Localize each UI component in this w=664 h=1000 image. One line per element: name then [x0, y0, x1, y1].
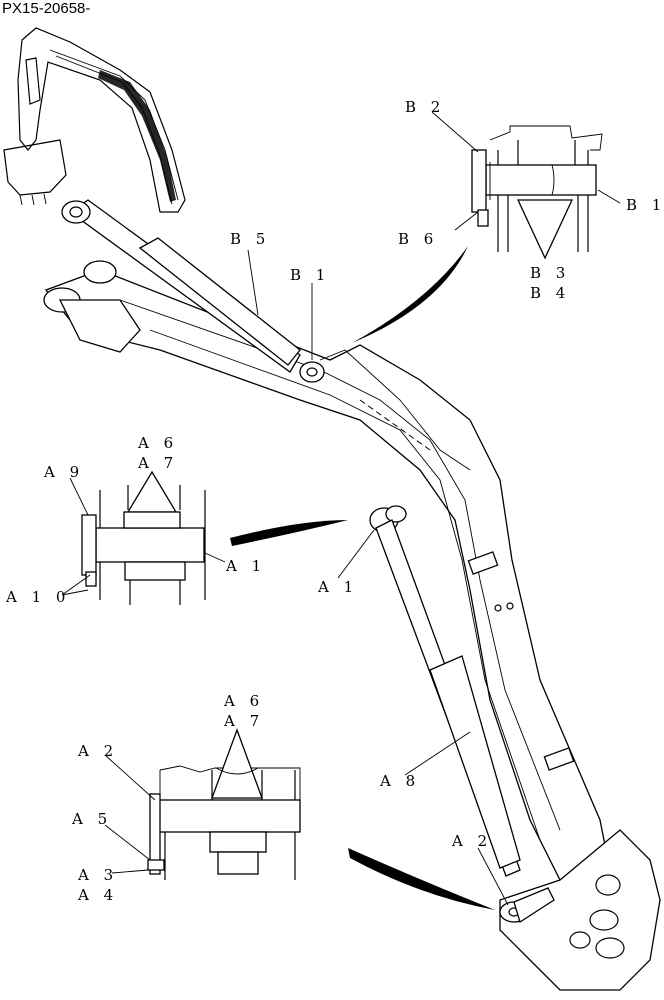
callout-a2-detail: A 2 — [77, 742, 118, 760]
callout-a6-top: A 6 — [137, 434, 178, 452]
detail-pointer-a — [230, 520, 348, 546]
document-id: PX15-20658- — [2, 0, 91, 17]
callout-a7-top: A 7 — [137, 454, 178, 472]
detail-pointer-a2 — [348, 848, 495, 910]
detail-b — [471, 125, 603, 260]
callout-a9: A 9 — [43, 463, 84, 481]
boom-assembly — [43, 199, 661, 991]
callout-labels: B 2 B 1 B 6 B 3 B 4 B 5 B 1 A 6 A 7 A 9 … — [5, 98, 664, 904]
detail-a-lower — [147, 728, 301, 880]
callout-a4: A 4 — [77, 886, 118, 904]
callout-b5: B 5 — [230, 230, 270, 248]
callout-b3: B 3 — [530, 264, 570, 282]
callout-a3: A 3 — [77, 866, 118, 884]
callout-b6: B 6 — [398, 230, 438, 248]
callout-b2: B 2 — [405, 98, 445, 116]
callout-a8: A 8 — [379, 772, 420, 790]
callout-a6-bottom: A 6 — [223, 692, 264, 710]
callout-b4: B 4 — [530, 284, 570, 302]
callout-a2-main: A 2 — [451, 832, 492, 850]
callout-b1-detail: B 1 — [626, 196, 664, 214]
callout-a1-main: A 1 — [317, 578, 358, 596]
callout-a7-bottom: A 7 — [223, 712, 264, 730]
detail-pointer-b — [352, 246, 468, 343]
callout-a10: A 1 0 — [5, 588, 70, 606]
detail-a-upper — [81, 470, 206, 605]
callout-a1-detail: A 1 — [225, 557, 266, 575]
callout-a5: A 5 — [71, 810, 112, 828]
excavator-thumbnail — [3, 27, 186, 213]
callout-b1-main: B 1 — [290, 266, 330, 284]
leader-lines — [61, 111, 621, 906]
